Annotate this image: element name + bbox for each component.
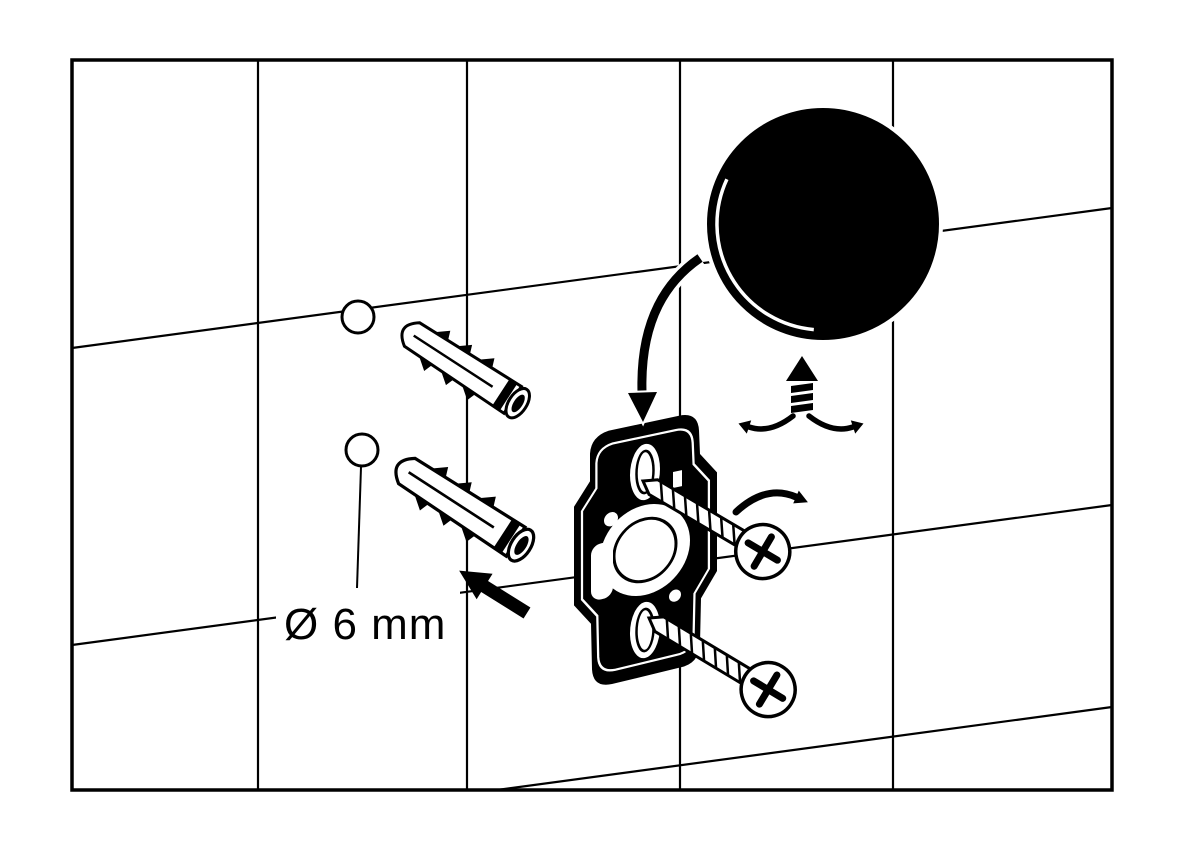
disc-twist-arrow-right [806, 413, 864, 434]
disc-twist-arrow-left [738, 413, 796, 434]
screw-threads [659, 482, 736, 545]
plate-marking [673, 470, 682, 489]
disc-highlight-arc [715, 178, 814, 332]
push-arrow-tail [791, 383, 813, 413]
screw-rotation-arrow [732, 489, 808, 516]
rotation-arrow-curve [732, 489, 800, 516]
insert-arrow-shape [459, 570, 531, 619]
anchor-slit [407, 471, 495, 529]
twist-left-head [738, 420, 752, 434]
plate-center-boss [612, 516, 678, 584]
label-backdrop [276, 590, 460, 646]
attach-arrow-head [624, 389, 661, 427]
twist-left-curve [746, 413, 796, 432]
tile-wall-frame [70, 58, 1114, 792]
anchor-collar [493, 518, 521, 554]
diameter-leader-line [356, 466, 362, 589]
drill-hole-2 [344, 432, 380, 468]
wall-anchor-2 [394, 456, 536, 563]
plate-pilot-hole-2 [669, 589, 681, 602]
plate-inner-edge [580, 428, 711, 672]
attach-arrow-curve [637, 254, 703, 393]
screw-2 [646, 615, 797, 719]
anchor-mouth-hole [511, 394, 525, 413]
mounting-plate [574, 415, 717, 685]
push-arrow-head [786, 356, 818, 381]
phillips-cross-icon [744, 533, 781, 570]
plate-left-slot [591, 542, 613, 600]
plate-top-slot-rim [635, 449, 655, 495]
anchor-slit [413, 334, 494, 388]
cover-disc [703, 104, 943, 344]
drill-diameter-label: Ø 6 mm [284, 600, 446, 649]
disc-push-arrow [786, 356, 818, 413]
anchor-collar [492, 378, 518, 411]
plate-attach-arrow [624, 251, 705, 427]
twist-right-curve [806, 413, 856, 432]
drill-hole-1 [340, 299, 376, 335]
phillips-cross-icon [750, 671, 787, 708]
rotation-arrow-head [793, 490, 808, 504]
screw-threads [665, 619, 742, 683]
wall-anchor-1 [400, 321, 531, 420]
twist-right-head [850, 420, 864, 434]
insert-direction-arrow [459, 570, 531, 619]
plate-pilot-hole [604, 512, 618, 527]
anchor-mouth-hole [514, 536, 529, 555]
disc-body [703, 104, 943, 344]
screw-1 [640, 478, 792, 581]
